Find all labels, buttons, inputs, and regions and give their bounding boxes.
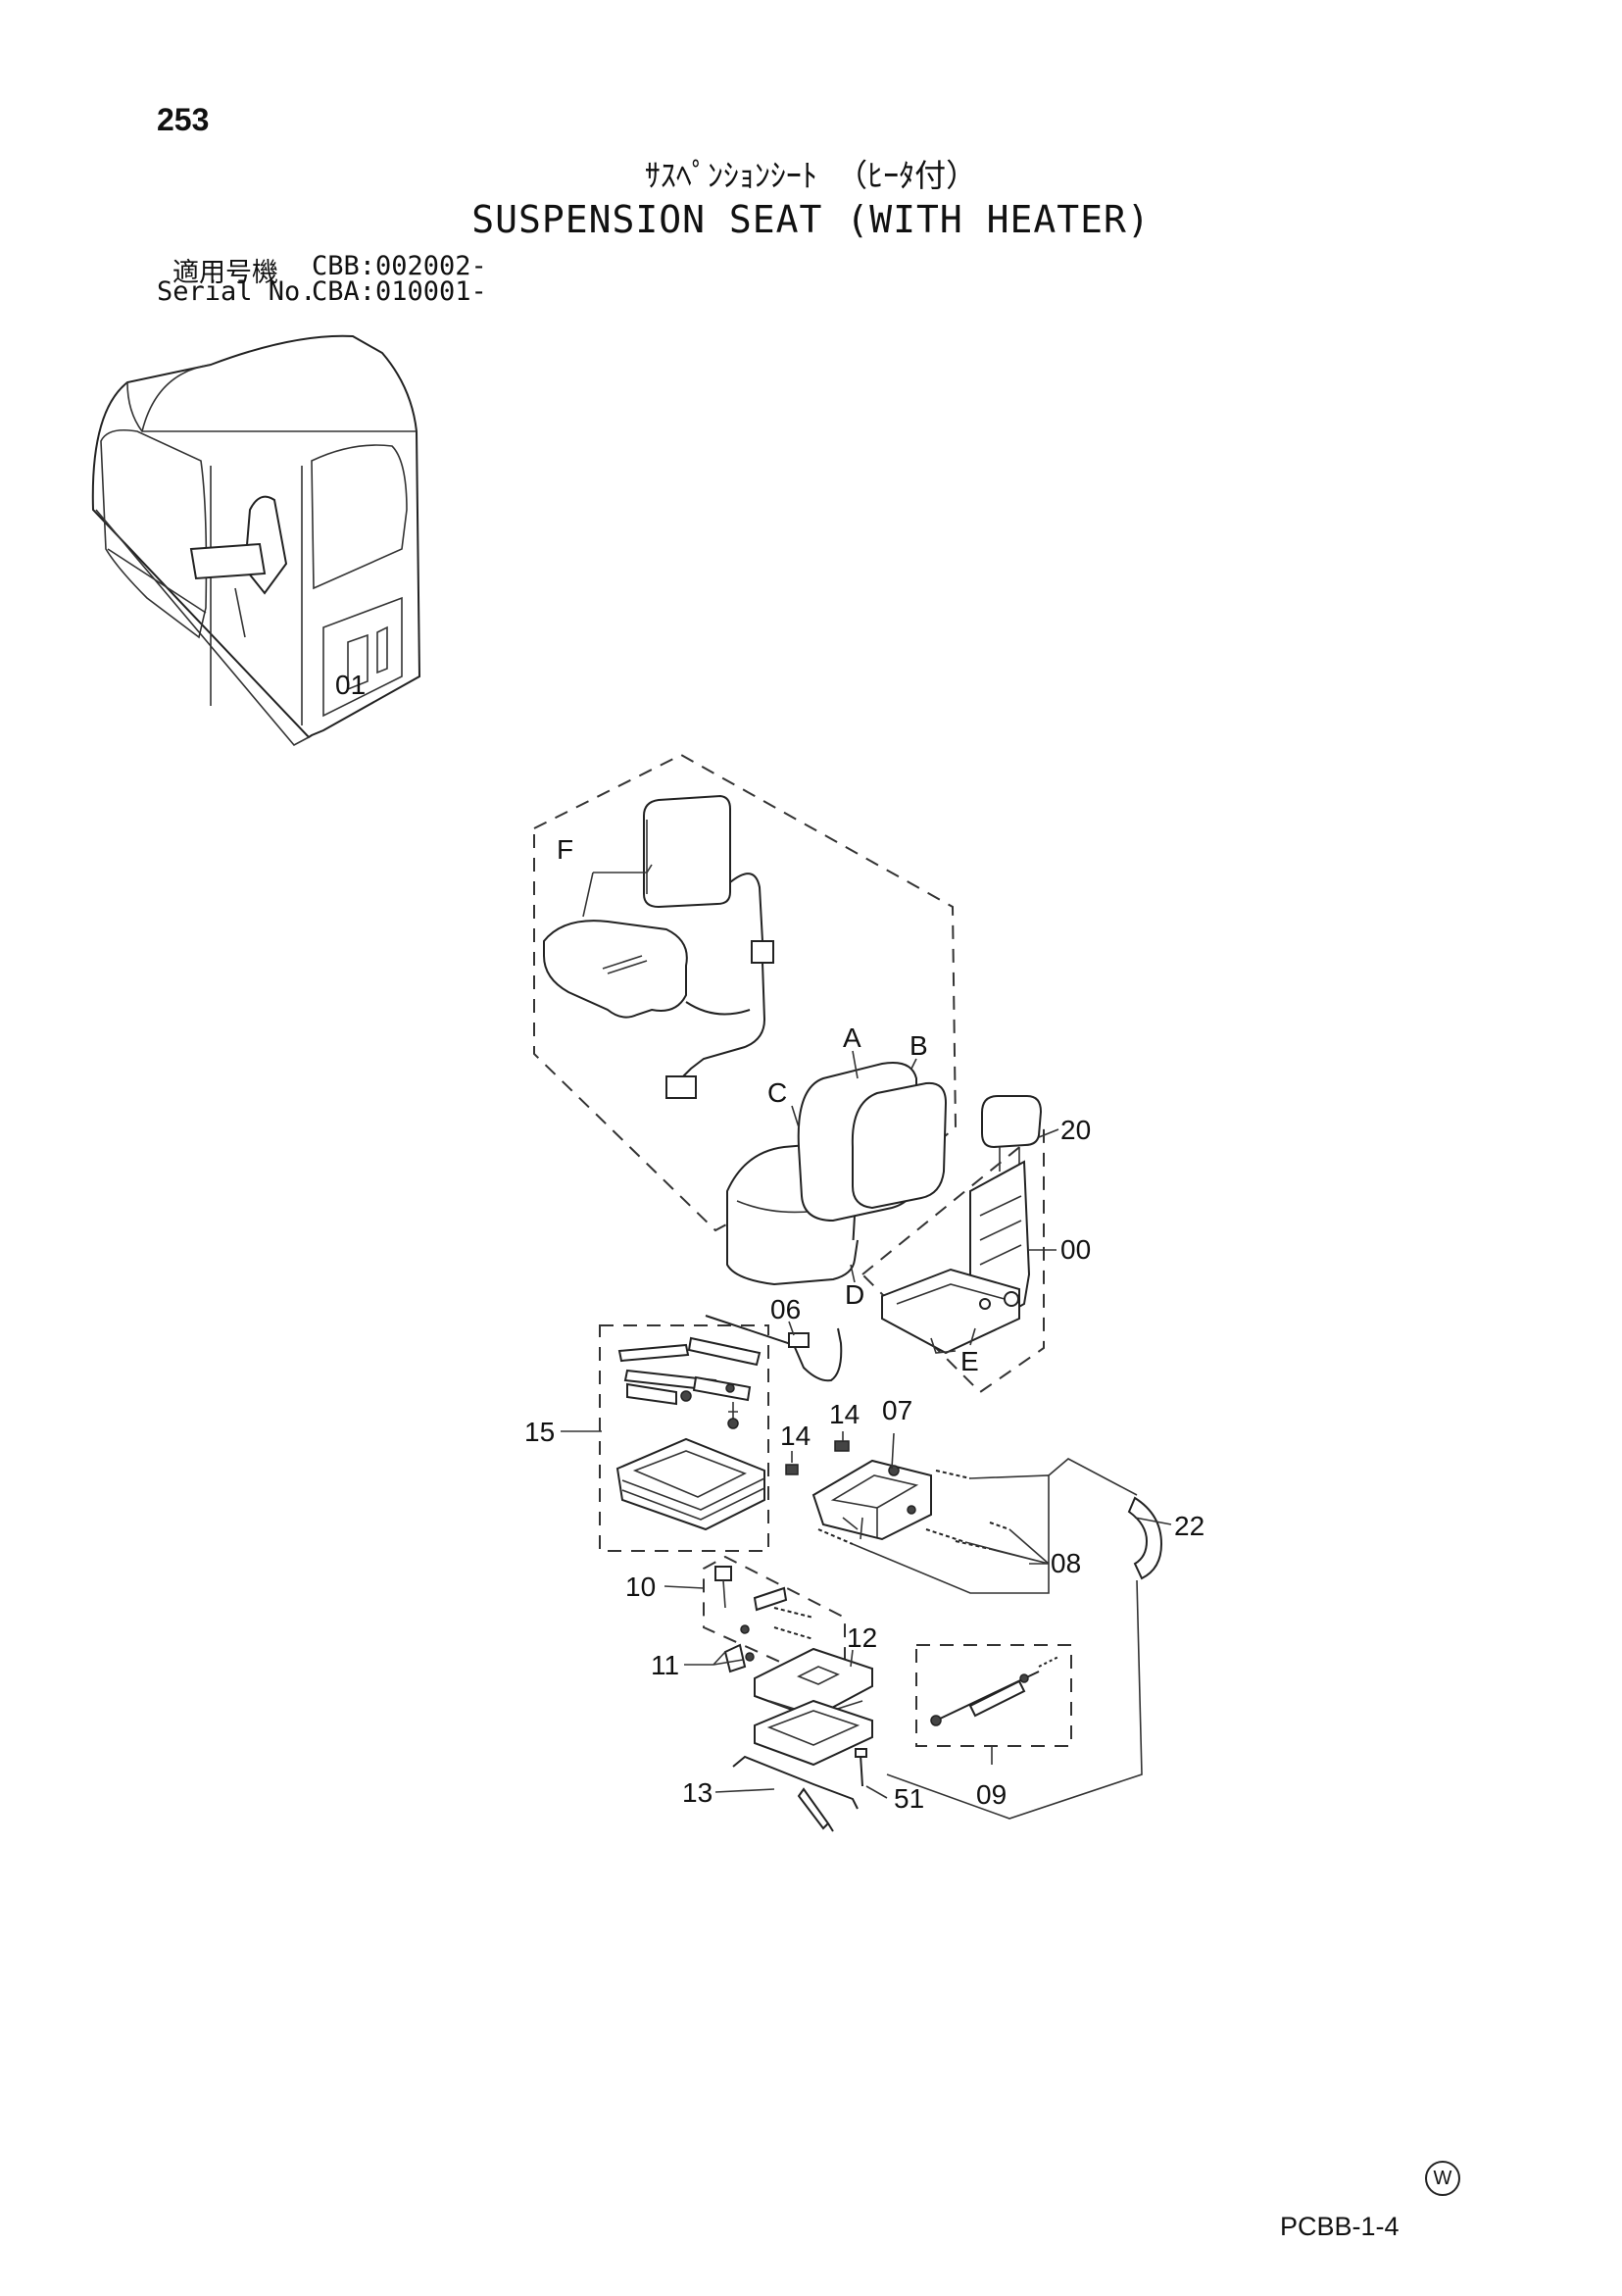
callout-08: 08 (1051, 1548, 1081, 1578)
callout-00: 00 (1060, 1234, 1091, 1265)
serial-label-japanese: 適用号機 (172, 258, 278, 288)
figure-code: PCBB-1-4 (1280, 2212, 1400, 2241)
seat-mount-frame (615, 1437, 765, 1531)
callout-12: 12 (847, 1622, 877, 1653)
page-number: 253 (157, 102, 210, 137)
serial-label-english: Serial No. (157, 276, 317, 307)
slide-rails (617, 1336, 762, 1429)
leader-F (582, 864, 653, 918)
callout-E: E (960, 1346, 979, 1376)
scissor-base (754, 1647, 873, 1767)
frame-group-boundary (860, 1124, 1045, 1394)
headrest (981, 1095, 1043, 1172)
heater-pad-seat (543, 920, 688, 1019)
title-english: SUSPENSION SEAT (WITH HEATER) (471, 198, 1151, 241)
serial-value-cba: CBA:010001- (312, 276, 487, 307)
callout-14b: 14 (829, 1399, 860, 1429)
manufacturer-mark: W (1425, 2161, 1460, 2196)
bushing-14a (785, 1464, 799, 1475)
callout-D: D (845, 1279, 864, 1310)
callout-A: A (843, 1023, 861, 1053)
callout-15: 15 (524, 1417, 555, 1447)
cab-sticker-number: 01 (335, 670, 366, 700)
bolt-51 (855, 1748, 867, 1787)
heater-wiring-harness (665, 873, 774, 1099)
callout-11: 11 (651, 1650, 679, 1680)
callout-09: 09 (976, 1779, 1007, 1810)
seat-back-b (851, 1081, 948, 1210)
callout-51: 51 (894, 1783, 924, 1814)
bushing-14b (834, 1440, 850, 1452)
bracket-11 (723, 1643, 755, 1673)
callout-20: 20 (1060, 1115, 1091, 1145)
suspension-upper-assembly (811, 1459, 932, 1541)
lever-13 (732, 1755, 859, 1832)
heater-pad-back (643, 794, 731, 909)
callout-C: C (767, 1077, 787, 1108)
leader-lines (561, 1050, 1172, 1820)
title-japanese: ｻｽﾍﾟﾝｼｮﾝｼｰﾄ （ﾋｰﾀ付） (644, 157, 978, 194)
callout-14a: 14 (780, 1421, 811, 1451)
callout-B: B (909, 1030, 928, 1061)
release-cable (705, 1315, 843, 1382)
damper-group-boundary (703, 1555, 846, 1683)
serial-value-cbb: CBB:002002- (312, 251, 487, 281)
callout-06: 06 (770, 1294, 801, 1324)
callout-10: 10 (625, 1572, 656, 1602)
slide-rail-group-boundary (599, 1324, 769, 1552)
callout-22: 22 (1174, 1511, 1204, 1541)
adjuster-rod (930, 1656, 1059, 1726)
cab-locator-illustration: 01 (91, 334, 421, 747)
adjuster-group-boundary (915, 1644, 1072, 1747)
seat-frame (881, 1160, 1031, 1355)
callout-F: F (557, 834, 573, 865)
seat-base-d (726, 1239, 859, 1286)
cover-22 (1127, 1496, 1163, 1580)
callout-labels: F A B C D E 20 00 06 15 14 14 07 22 08 1… (524, 834, 1204, 1814)
damper (714, 1566, 814, 1640)
callout-13: 13 (682, 1777, 713, 1808)
callout-07: 07 (882, 1395, 912, 1425)
